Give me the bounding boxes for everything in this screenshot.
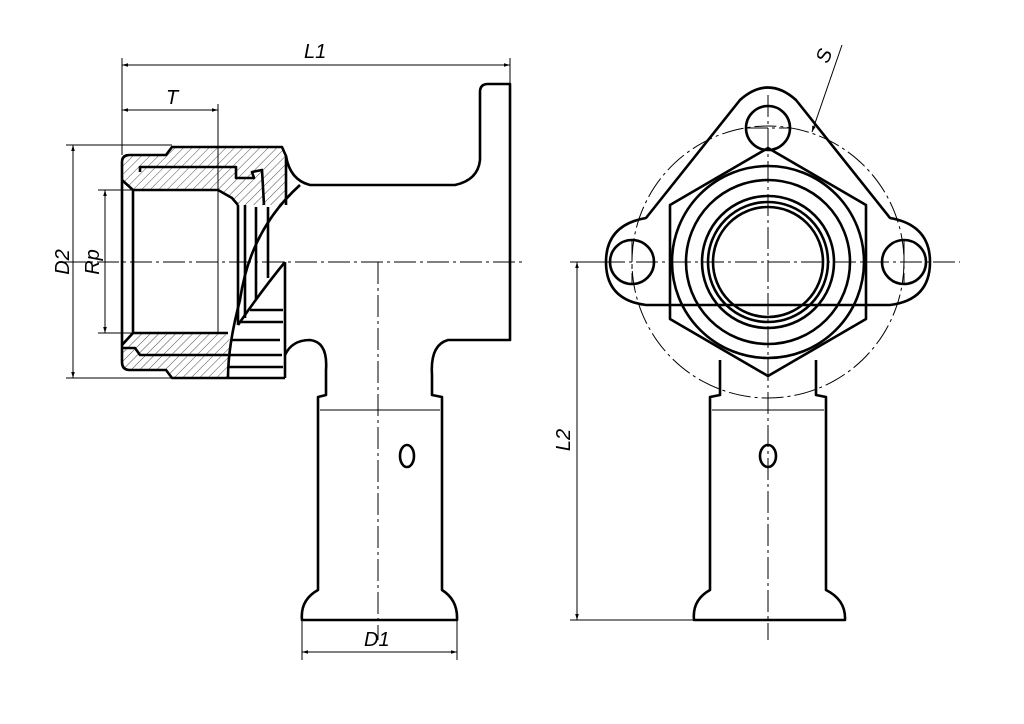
nut-section-top bbox=[122, 147, 286, 205]
side-view-section bbox=[64, 58, 522, 660]
dim-label-d2: D2 bbox=[51, 249, 74, 275]
dim-label-rp: Rp bbox=[81, 249, 104, 275]
dim-label-l2: L2 bbox=[553, 428, 576, 452]
dim-label-l1: L1 bbox=[304, 41, 327, 63]
dim-label-t: T bbox=[166, 87, 179, 109]
dim-label-d1: D1 bbox=[364, 629, 390, 651]
front-view bbox=[570, 44, 960, 640]
